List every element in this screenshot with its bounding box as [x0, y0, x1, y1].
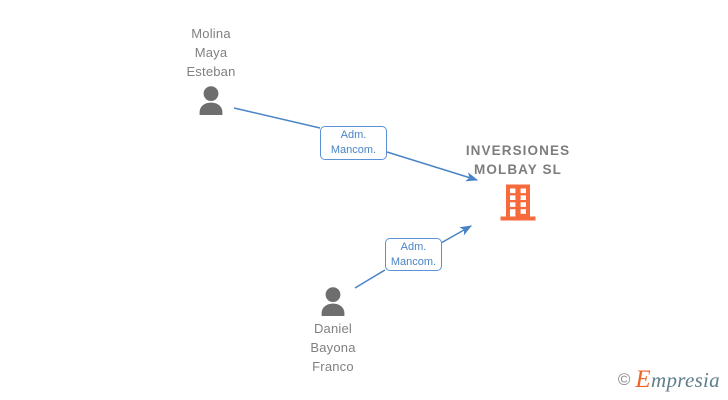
company-name-label: INVERSIONES MOLBAY SL — [465, 143, 571, 177]
company-node-inversiones-molbay-sl[interactable]: INVERSIONES MOLBAY SL — [423, 141, 613, 221]
relation-label: Adm. Mancom. — [330, 129, 377, 156]
person-node-molina-maya-esteban[interactable]: Molina Maya Esteban — [136, 24, 286, 115]
brand-wordmark: Empresia — [635, 366, 720, 394]
relation-label: Adm. Mancom. — [390, 240, 437, 268]
person-node-daniel-bayona-franco[interactable]: Daniel Bayona Franco — [258, 286, 408, 376]
watermark-empresia: © Empresia — [618, 366, 720, 394]
person-name-label: Molina Maya Esteban — [186, 26, 236, 79]
relation-box-adm-mancom-2[interactable]: Adm. Mancom. — [385, 238, 442, 271]
relation-box-adm-mancom-1[interactable]: Adm. Mancom. — [320, 126, 387, 160]
person-icon — [199, 86, 223, 115]
copyright-icon: © — [617, 370, 631, 389]
brand-initial: E — [635, 366, 651, 393]
brand-rest: mpresia — [651, 368, 720, 392]
person-name-label: Daniel Bayona Franco — [310, 321, 356, 374]
edge-relation2-to-company — [440, 225, 473, 244]
building-icon — [500, 184, 536, 221]
person-icon — [321, 287, 345, 316]
